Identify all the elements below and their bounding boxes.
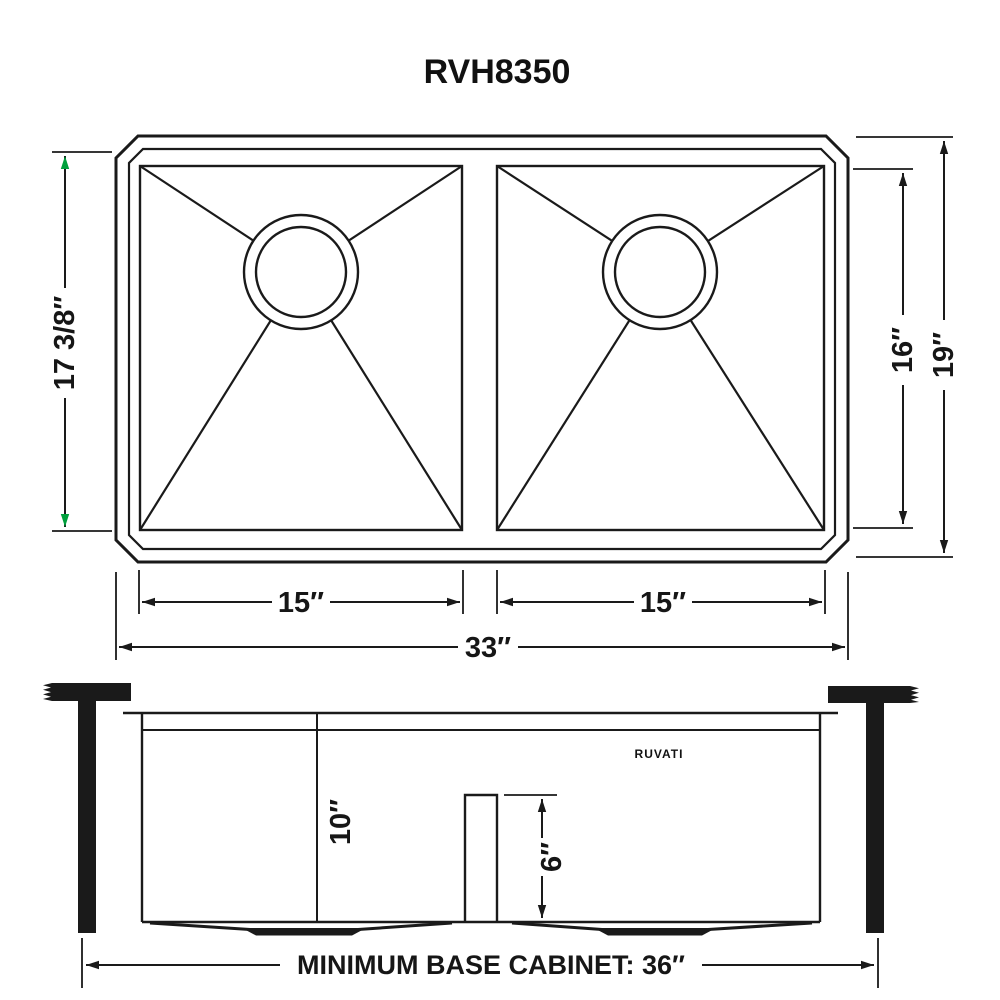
low-divider	[463, 793, 499, 922]
right-drain-assembly	[511, 921, 813, 936]
dim-overall-front-to-back: 19″	[856, 136, 960, 558]
left-bowl-width-label: 15″	[278, 587, 324, 619]
sink-outer-rim	[114, 134, 850, 564]
right-bowl-width-label: 15″	[640, 587, 686, 619]
countertop-left	[43, 683, 131, 701]
model-number: RVH8350	[424, 53, 571, 91]
overall-front-to-back-label: 19″	[928, 332, 960, 378]
brand-logo: RUVATI	[635, 747, 684, 761]
right-drain-outer	[601, 213, 719, 331]
left-drain-assembly	[149, 921, 453, 936]
bowl-front-to-back-label: 16″	[887, 327, 919, 373]
left-drain-outer	[242, 213, 360, 331]
cabinet-wall-right	[866, 703, 884, 933]
dim-left-bowl-width: 15″	[138, 570, 464, 619]
sink-inner-rim	[127, 147, 837, 551]
right-drain-inner	[613, 225, 707, 319]
dim-bowl-front-to-back: 16″	[853, 168, 919, 529]
dim-base-cabinet: MINIMUM BASE CABINET: 36″	[81, 938, 879, 988]
base-cabinet-label: MINIMUM BASE CABINET: 36″	[297, 950, 685, 980]
left-bowl	[138, 164, 464, 532]
dim-overall-width: 33″	[115, 572, 849, 664]
divider-height-label: 6″	[536, 842, 568, 872]
rim-front-to-back-label: 17 3/8″	[49, 296, 81, 391]
dim-rim-front-to-back: 17 3/8″	[49, 151, 112, 532]
dim-bowl-depth: 10″	[325, 799, 357, 845]
cabinet-wall-left	[78, 701, 96, 933]
right-bowl	[495, 164, 826, 532]
bowl-depth-label: 10″	[325, 799, 357, 845]
top-view	[114, 134, 850, 564]
left-drain-inner	[254, 225, 348, 319]
overall-width-label: 33″	[465, 632, 511, 664]
side-view: RUVATI	[43, 683, 919, 936]
countertop-right	[828, 686, 919, 703]
dim-right-bowl-width: 15″	[496, 570, 826, 619]
dim-divider-height: 6″	[504, 794, 568, 918]
